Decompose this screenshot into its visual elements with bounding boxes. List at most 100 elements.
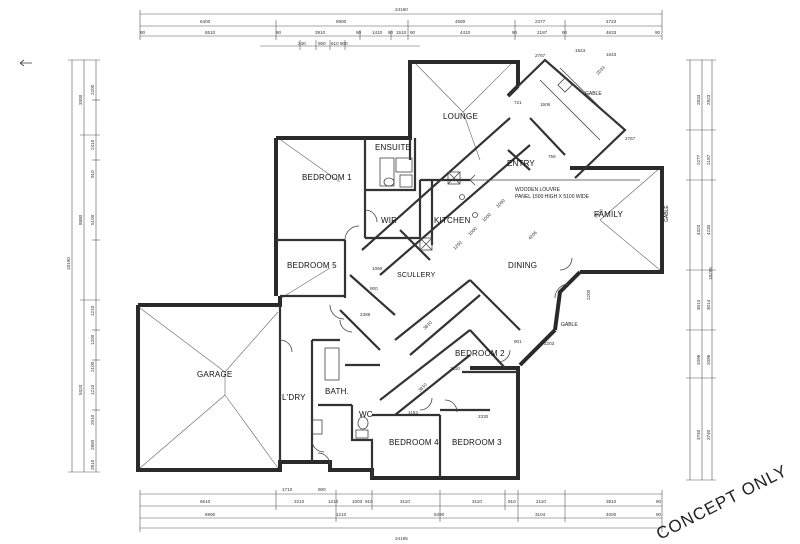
room-ensuite: ENSUITE bbox=[375, 143, 411, 152]
arrow-icon bbox=[19, 59, 32, 67]
room-garage: GARAGE bbox=[197, 370, 232, 379]
concept-only-stamp: CONCEPT ONLY bbox=[653, 461, 790, 544]
dim-bottom-12: 90 bbox=[656, 499, 662, 504]
room-bedroom-2: BEDROOM 2 bbox=[455, 349, 505, 358]
dim-top2-0: 90 bbox=[140, 30, 146, 35]
plan-dim-16: 2200 bbox=[586, 289, 591, 300]
dim-top-5: 4723 bbox=[606, 19, 617, 24]
dim-left-overall: 18190 bbox=[66, 257, 71, 270]
dim-top2-2: 90 bbox=[276, 30, 282, 35]
room-kitchen: KITCHEN bbox=[434, 216, 471, 225]
room-family: FAMILY bbox=[594, 210, 624, 219]
dim-left2-2: 910 bbox=[90, 170, 95, 178]
dim-top2-4: 90 bbox=[356, 30, 362, 35]
dim-top-1: 6400 bbox=[200, 19, 211, 24]
plan-dim-6: 2767 bbox=[625, 136, 636, 141]
dim-right2-1: 2187 bbox=[706, 154, 711, 165]
note-gable-entry: GABLE bbox=[585, 91, 602, 97]
dim-bottom-9: 910 bbox=[508, 499, 516, 504]
dim-left2-10: 2810 bbox=[90, 459, 95, 470]
dim-bottom-3: 900 bbox=[318, 487, 326, 492]
room-wc: WC bbox=[359, 410, 373, 419]
dim-right-3: 3014 bbox=[696, 299, 701, 310]
dim-bottom2-2: 6490 bbox=[434, 512, 445, 517]
plan-dim-4: 756 bbox=[548, 154, 556, 159]
room-bedroom-4: BEDROOM 4 bbox=[389, 438, 439, 447]
dim-right-2: 4320 bbox=[696, 224, 701, 235]
dim-left2-4: 1210 bbox=[90, 305, 95, 316]
dim-bottom2-1: 1210 bbox=[336, 512, 347, 517]
dim-left2-3: 5100 bbox=[90, 214, 95, 225]
plan-dim-9: 1000 bbox=[467, 226, 478, 237]
room-lounge: LOUNGE bbox=[443, 112, 478, 121]
dim-left2-5: 1200 bbox=[90, 334, 95, 345]
plan-dim-23: 3810 bbox=[417, 382, 428, 393]
dim-top2-5: 1410 bbox=[372, 30, 383, 35]
dim-bottom2-5: 90 bbox=[656, 512, 662, 517]
dim-left-1: 3300 bbox=[78, 94, 83, 105]
plan-dim-14: 900 bbox=[370, 286, 378, 291]
dim-right2-3: 3014 bbox=[706, 299, 711, 310]
dim-right-0: 2833 bbox=[696, 94, 701, 105]
dim-left2-8: 2510 bbox=[90, 414, 95, 425]
dim-bottom-8: 3110 bbox=[472, 499, 482, 504]
dimension-text: 24190 6400 6900 4580 2377 4723 90 6510 9… bbox=[66, 7, 713, 541]
plan-dim-1: 1643 bbox=[575, 48, 586, 53]
dim-top3-0: 230 bbox=[298, 41, 306, 46]
note-gable-right: GABLE bbox=[664, 205, 670, 222]
dim-top2-14: 90 bbox=[655, 30, 661, 35]
dim-right-overall: 18295 bbox=[708, 267, 713, 280]
dim-top2-7: 1510 bbox=[396, 30, 407, 35]
dim-top2-10: 90 bbox=[512, 30, 518, 35]
roof-hip-lines bbox=[139, 59, 661, 469]
dim-bottom-11: 3910 bbox=[606, 499, 617, 504]
dim-bottom-2: 2210 bbox=[294, 499, 305, 504]
dim-top2-3: 3910 bbox=[315, 30, 326, 35]
dim-top3-2: 610 bbox=[331, 41, 339, 46]
room-bedroom-5: BEDROOM 5 bbox=[287, 261, 337, 270]
plan-dim-2: 1506 bbox=[540, 102, 551, 107]
dim-bottom-6: 910 bbox=[365, 499, 373, 504]
dim-top3-4: 1643 bbox=[606, 52, 617, 57]
dim-bottom-7: 3110 bbox=[400, 499, 410, 504]
dim-top-overall: 24190 bbox=[395, 7, 408, 12]
dim-top2-6: 90 bbox=[388, 30, 394, 35]
plan-dim-18: 901 bbox=[514, 339, 522, 344]
dim-top3-1: 900 bbox=[318, 41, 326, 46]
dim-top2-11: 2187 bbox=[537, 30, 548, 35]
plan-dim-20: 1163 bbox=[408, 410, 418, 415]
dim-top2-12: 90 bbox=[562, 30, 568, 35]
dimension-lines bbox=[68, 10, 716, 532]
note-gable-bottom: GABLE bbox=[561, 322, 578, 328]
dim-bottom-1: 1710 bbox=[282, 487, 293, 492]
dim-right2-2: 4230 bbox=[706, 224, 711, 235]
dim-bottom-overall: 24195 bbox=[395, 536, 408, 541]
dim-right2-0: 2923 bbox=[706, 94, 711, 105]
room-laundry: L'DRY bbox=[282, 393, 306, 402]
dim-bottom2-3: 3104 bbox=[535, 512, 546, 517]
plan-dim-0: 2767 bbox=[535, 53, 546, 58]
plan-dim-19: 3110 bbox=[450, 366, 460, 371]
dim-left2-0: 2200 bbox=[90, 84, 95, 95]
plan-dim-13: 1060 bbox=[372, 266, 383, 271]
dim-right2-5: 3740 bbox=[706, 429, 711, 440]
dim-bottom-0: 6510 bbox=[200, 499, 211, 504]
dim-top2-1: 6510 bbox=[205, 30, 216, 35]
dim-top-3: 4580 bbox=[455, 19, 466, 24]
plan-dim-10: 1000 bbox=[481, 212, 492, 223]
dim-top-4: 2377 bbox=[535, 19, 546, 24]
dim-top3-3: 900 bbox=[340, 41, 348, 46]
room-bath: BATH. bbox=[325, 387, 349, 396]
dim-top2-13: 4633 bbox=[606, 30, 617, 35]
plan-dim-22: 3810 bbox=[422, 320, 433, 331]
dim-bottom2-4: 4000 bbox=[606, 512, 617, 517]
dim-top2-9: 4410 bbox=[460, 30, 471, 35]
dim-left2-6: 2100 bbox=[90, 361, 95, 372]
dim-right-1: 2277 bbox=[696, 154, 701, 165]
plan-dim-17: 2203 bbox=[544, 341, 555, 346]
room-bedroom-3: BEDROOM 3 bbox=[452, 438, 502, 447]
room-wir: WIR bbox=[381, 216, 397, 225]
dim-right-4: 2096 bbox=[696, 354, 701, 365]
dim-left2-7: 1210 bbox=[90, 384, 95, 395]
